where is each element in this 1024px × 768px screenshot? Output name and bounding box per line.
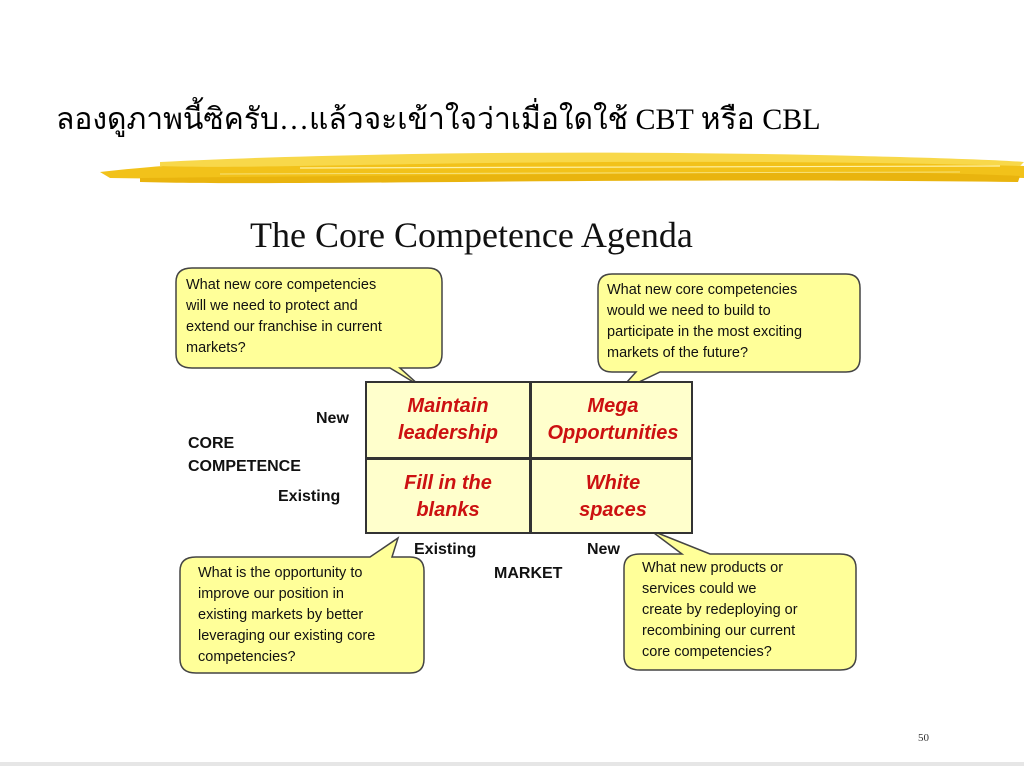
bubble-bottom-right-text: What new products or services could we c…	[642, 560, 798, 660]
slide-title: ลองดูภาพนี้ซิครับ…แล้วจะเข้าใจว่าเมื่อใด…	[56, 103, 821, 136]
competence-matrix: Maintain leadership Mega Opportunities F…	[365, 381, 693, 534]
y-axis-title-line1: CORE	[188, 435, 235, 452]
brush-stroke-divider	[100, 152, 1024, 184]
bubble-top-right-text: What new core competencies would we need…	[607, 282, 803, 361]
quadrant-white-spaces: White spaces	[579, 472, 647, 521]
x-axis-title: MARKET	[494, 565, 563, 582]
y-axis-new-label: New	[316, 410, 349, 427]
bubble-top-left-shape	[175, 267, 443, 387]
y-axis-title-line2: COMPETENCE	[188, 458, 301, 475]
diagram-title: The Core Competence Agenda	[250, 215, 693, 255]
quadrant-maintain-leadership: Maintain leadership	[397, 395, 499, 444]
bubble-top-left-text: What new core competencies will we need …	[186, 277, 382, 356]
footer-divider	[0, 762, 1024, 766]
bubble-bottom-right-shape	[623, 529, 857, 671]
matrix-horizontal-divider	[367, 457, 691, 460]
y-axis-existing-label: Existing	[278, 488, 341, 505]
page-number: 50	[918, 732, 929, 744]
bubble-bottom-left-shape	[179, 536, 425, 674]
quadrant-mega-opportunities: Mega Opportunities	[547, 395, 679, 444]
bubble-bottom-left-text: What is the opportunity to improve our p…	[198, 565, 376, 665]
quadrant-fill-in-the-blanks: Fill in the blanks	[404, 472, 492, 521]
x-axis-existing-label: Existing	[414, 541, 477, 558]
x-axis-new-label: New	[587, 541, 620, 558]
